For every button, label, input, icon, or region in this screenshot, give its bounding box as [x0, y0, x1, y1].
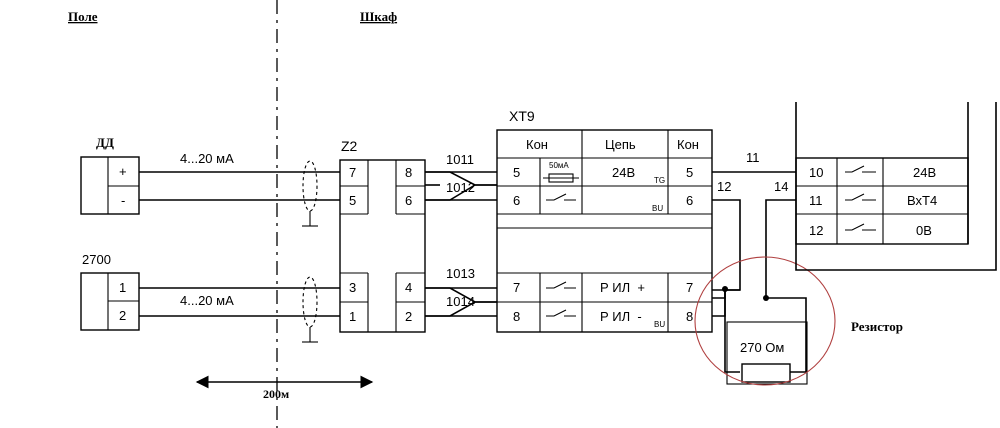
switch-contact-icon [546, 193, 576, 201]
zone-field-label: Поле [68, 9, 98, 24]
switch-contact-icon [845, 223, 876, 231]
distance-label: 200м [263, 387, 289, 401]
right-r1-value: 24В [913, 165, 936, 180]
signal-range-bottom: 4...20 мА [180, 293, 234, 308]
cable-shield-icon [302, 160, 318, 227]
right-terminal-block [795, 102, 997, 271]
z2-terminal-1: 1 [349, 309, 356, 324]
sensor-dd-label: ДД [96, 135, 114, 150]
xt9-header-right: Кон [677, 137, 699, 152]
junction-dot-icon [722, 286, 728, 292]
z2-label: Z2 [341, 138, 358, 154]
xt9-r3-left: 7 [513, 280, 520, 295]
wire-14-label: 14 [774, 179, 788, 194]
xt9-r1-tag: TG [654, 176, 665, 185]
xt9-r4-right: 8 [686, 309, 693, 324]
right-r3-value: 0В [916, 223, 932, 238]
sensor-dd-block [80, 156, 140, 215]
sensor-2700-term1: 1 [119, 280, 126, 295]
xt9-r4-circuit: Р ИЛ - [600, 309, 642, 324]
xt9-r2-left: 6 [513, 193, 520, 208]
wire-11-label: 11 [746, 150, 760, 165]
z2-xt9-wires [425, 171, 497, 317]
right-r3-num: 12 [809, 223, 823, 238]
wire-1013-label: 1013 [446, 266, 475, 281]
switch-contact-icon [546, 281, 576, 289]
xt9-header-mid: Цепь [605, 137, 636, 152]
cable-shield-icon [302, 276, 318, 343]
zone-cabinet-label: Шкаф [360, 9, 397, 24]
xt9-terminal-block [496, 129, 713, 333]
z2-terminal-8: 8 [405, 165, 412, 180]
sensor-2700-block [80, 272, 140, 331]
junction-dot-icon [763, 295, 769, 301]
z2-terminal-7: 7 [349, 165, 356, 180]
switch-contact-icon [546, 309, 576, 317]
xt9-r2-tag: BU [652, 204, 663, 213]
xt9-r1-left: 5 [513, 165, 520, 180]
sensor-dd-plus: + [119, 164, 127, 179]
wire-12-label: 12 [717, 179, 731, 194]
wire-1012-label: 1012 [446, 180, 475, 195]
switch-contact-icon [845, 193, 876, 201]
sensor-2700-term2: 2 [119, 308, 126, 323]
z2-terminal-5: 5 [349, 193, 356, 208]
switch-contact-icon [845, 165, 876, 173]
xt9-fuse-rating: 50мА [549, 161, 569, 170]
sensor-dd-minus: - [121, 193, 125, 208]
right-r2-num: 11 [809, 193, 823, 208]
xt9-r1-right: 5 [686, 165, 693, 180]
wire-1011-label: 1011 [446, 152, 474, 167]
sensor-2700-label: 2700 [82, 252, 111, 267]
xt9-r3-right: 7 [686, 280, 693, 295]
z2-terminal-3: 3 [349, 280, 356, 295]
z2-barrier [339, 159, 426, 333]
xt9-header-left: Кон [526, 137, 548, 152]
right-r2-value: ВхТ4 [907, 193, 937, 208]
xt9-r4-tag: BU [654, 320, 665, 329]
resistor-caption: Резистор [851, 319, 903, 334]
z2-terminal-6: 6 [405, 193, 412, 208]
fuse-icon [543, 173, 579, 183]
z2-terminal-2: 2 [405, 309, 412, 324]
field-cables [139, 171, 340, 317]
xt9-right-wires [712, 171, 807, 373]
wire-1014-label: 1014 [446, 294, 475, 309]
z2-terminal-4: 4 [405, 280, 412, 295]
resistor-value: 270 Ом [740, 340, 784, 355]
right-r1-num: 10 [809, 165, 823, 180]
xt9-r1-circuit: 24В [612, 165, 635, 180]
xt9-label: XT9 [509, 108, 535, 124]
xt9-r2-right: 6 [686, 193, 693, 208]
resistor-highlight-ring [694, 256, 836, 386]
signal-range-top: 4...20 мА [180, 151, 234, 166]
xt9-r3-circuit: Р ИЛ + [600, 280, 645, 295]
xt9-r4-left: 8 [513, 309, 520, 324]
resistor-assembly [726, 321, 808, 385]
